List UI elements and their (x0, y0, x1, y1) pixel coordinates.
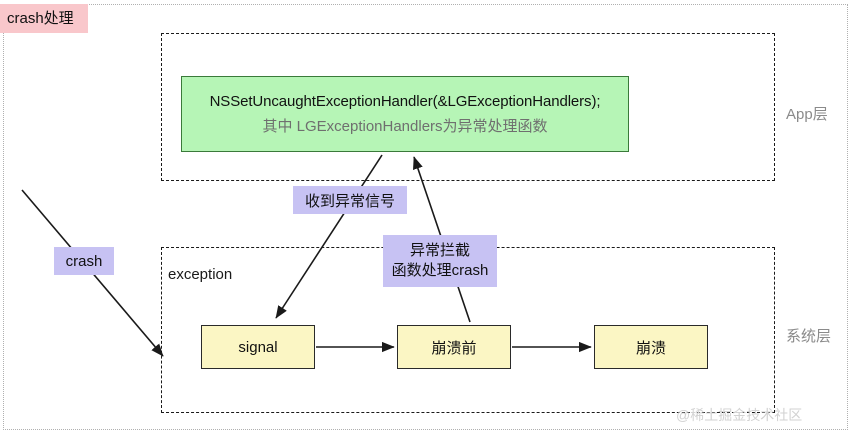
handler-intercept-line1: 异常拦截 (409, 241, 470, 259)
handler-code-line: NSSetUncaughtExceptionHandler(&LGExcepti… (209, 92, 601, 110)
signal-node: signal (201, 325, 315, 369)
app-layer-label: App层 (786, 106, 828, 123)
signal-received-label: 收到异常信号 (293, 186, 407, 214)
handler-intercept-line2: 函数处理crash (391, 262, 489, 279)
exception-handler-node: NSSetUncaughtExceptionHandler(&LGExcepti… (181, 76, 629, 152)
handler-intercept-label: 异常拦截 函数处理crash (383, 235, 497, 287)
crash-input-label: crash (54, 247, 114, 275)
handler-description-line: 其中 LGExceptionHandlers为异常处理函数 (262, 117, 548, 135)
page-title: crash处理 (0, 4, 88, 33)
crashed-node: 崩溃 (594, 325, 708, 369)
watermark: @稀土掘金技术社区 (676, 407, 803, 423)
system-layer-label: 系统层 (786, 328, 832, 345)
exception-group-label: exception (168, 266, 233, 283)
page-border (3, 4, 848, 430)
precrash-node: 崩溃前 (397, 325, 511, 369)
